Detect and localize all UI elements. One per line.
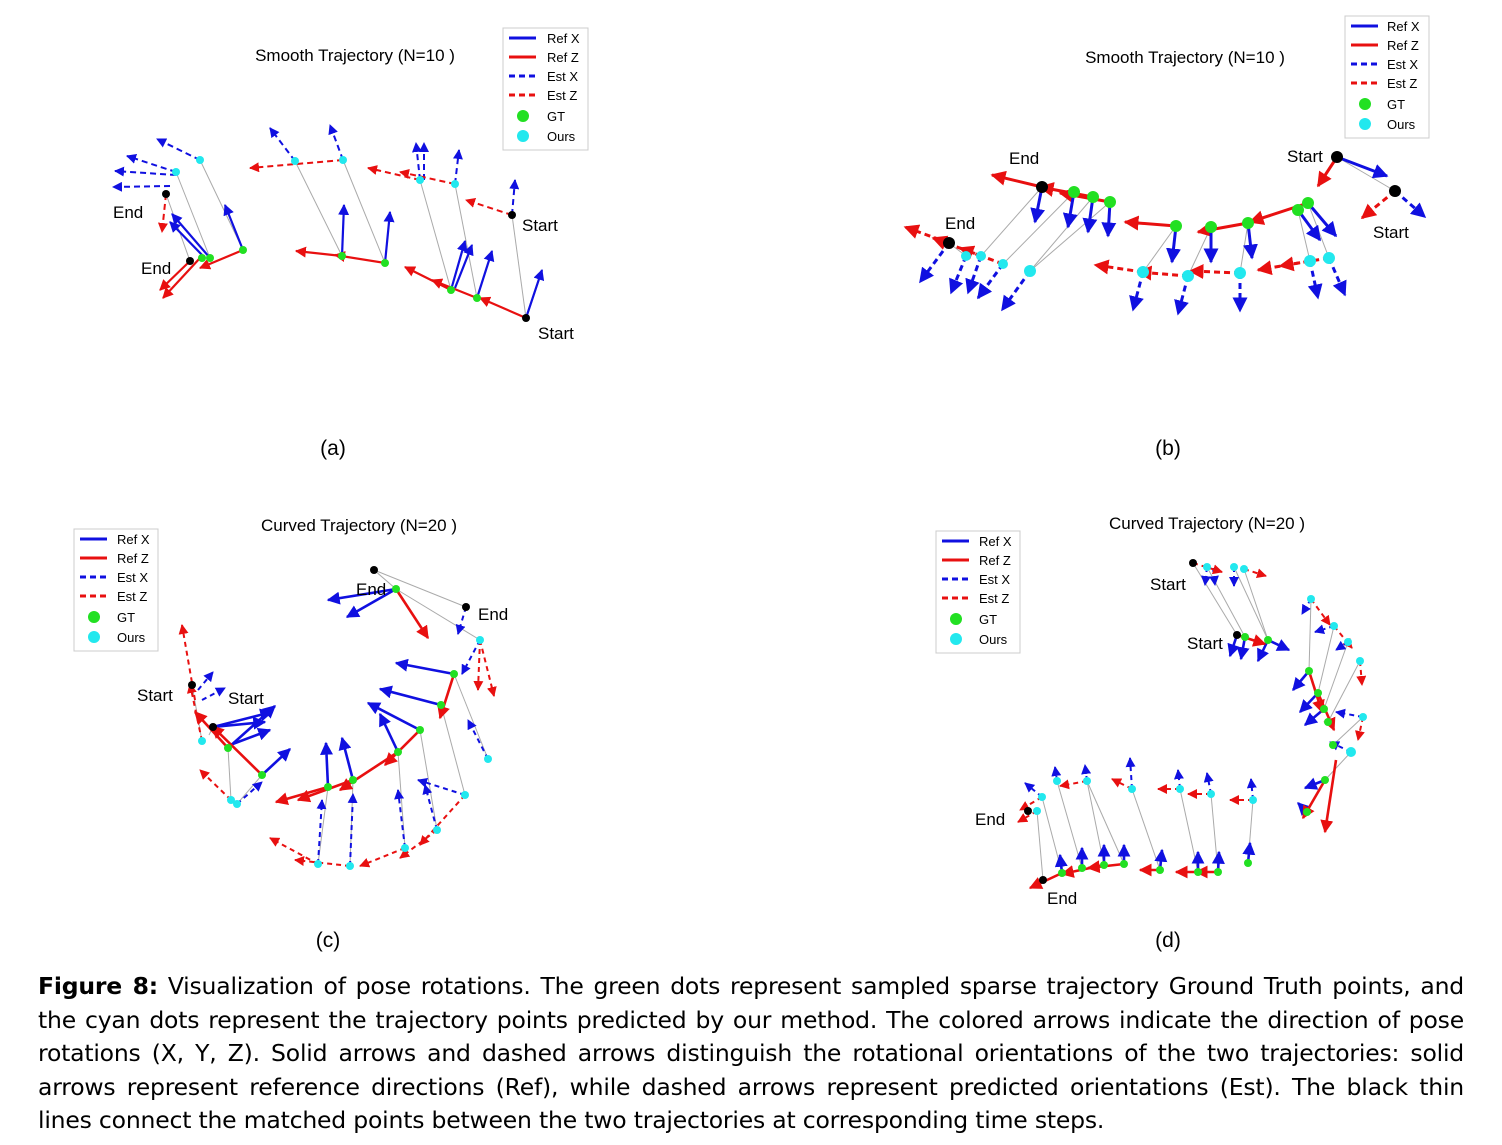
legend-ref-x: Ref X xyxy=(979,534,1012,549)
legend-est-x: Est X xyxy=(547,69,578,84)
panel-c-marker-start-2: Start xyxy=(228,689,264,708)
legend-ref-x: Ref X xyxy=(547,31,580,46)
figure-caption: Figure 8: Visualization of pose rotation… xyxy=(38,970,1464,1138)
legend-ref-z: Ref Z xyxy=(547,50,579,65)
panel-d-marker-start-1: Start xyxy=(1150,575,1186,594)
legend-est-z: Est Z xyxy=(117,589,147,604)
panel-a-marker-end-2: End xyxy=(141,259,171,278)
panel-a-label: (a) xyxy=(320,437,346,460)
legend-ref-z: Ref Z xyxy=(117,551,149,566)
legend-ref-z: Ref Z xyxy=(1387,38,1419,53)
panel-b-legend: Ref X Ref Z Est X Est Z GT Ours xyxy=(1344,15,1430,139)
panel-b-title: Smooth Trajectory (N=10 ) xyxy=(1085,48,1285,67)
panel-d-marker-end-1: End xyxy=(975,810,1005,829)
panel-a-title: Smooth Trajectory (N=10 ) xyxy=(255,46,455,65)
legend-gt: GT xyxy=(117,610,135,625)
legend-est-z: Est Z xyxy=(1387,76,1417,91)
caption-text: Visualization of pose rotations. The gre… xyxy=(38,972,1464,1134)
legend-est-x: Est X xyxy=(1387,57,1418,72)
panel-d: Curved Trajectory (N=20 ) xyxy=(935,514,1367,952)
panel-b-marker-start-2: Start xyxy=(1373,223,1409,242)
legend-est-x: Est X xyxy=(979,572,1010,587)
legend-gt: GT xyxy=(979,612,997,627)
panel-d-plot: Start Start End End xyxy=(975,559,1367,908)
panel-d-label: (d) xyxy=(1155,929,1181,952)
figure-8: Smooth Trajectory (N=10 ) xyxy=(73,15,1430,952)
legend-ref-x: Ref X xyxy=(1387,19,1420,34)
legend-ours: Ours xyxy=(547,129,576,144)
panel-a-marker-start-1: Start xyxy=(522,216,558,235)
legend-ours: Ours xyxy=(979,632,1008,647)
legend-gt: GT xyxy=(1387,97,1405,112)
panel-c-title: Curved Trajectory (N=20 ) xyxy=(261,516,457,535)
panel-c-marker-end-1: End xyxy=(356,580,386,599)
legend-ref-z: Ref Z xyxy=(979,553,1011,568)
panel-d-legend: Ref X Ref Z Est X Est Z GT Ours xyxy=(935,530,1021,654)
legend-ours: Ours xyxy=(1387,117,1416,132)
panel-b-marker-end-1: End xyxy=(1009,149,1039,168)
legend-gt: GT xyxy=(547,109,565,124)
panel-c-legend: Ref X Ref Z Est X Est Z GT Ours xyxy=(73,528,159,652)
panel-d-marker-start-2: Start xyxy=(1187,634,1223,653)
panel-a-plot: End End Start Start xyxy=(112,124,574,343)
panel-c-label: (c) xyxy=(316,929,341,952)
panel-a: Smooth Trajectory (N=10 ) xyxy=(112,27,589,460)
panel-c: Curved Trajectory (N=20 ) xyxy=(73,516,508,952)
panel-c-marker-start-1: Start xyxy=(137,686,173,705)
legend-est-x: Est X xyxy=(117,570,148,585)
panel-d-marker-end-2: End xyxy=(1047,889,1077,908)
panel-b-label: (b) xyxy=(1155,437,1181,460)
panel-a-marker-start-2: Start xyxy=(538,324,574,343)
caption-lead: Figure 8: xyxy=(38,972,158,1000)
panel-b-marker-start-1: Start xyxy=(1287,147,1323,166)
panel-d-title: Curved Trajectory (N=20 ) xyxy=(1109,514,1305,533)
legend-ref-x: Ref X xyxy=(117,532,150,547)
panel-b-marker-end-2: End xyxy=(945,214,975,233)
panel-b-plot: End End Start Start xyxy=(903,147,1427,316)
legend-est-z: Est Z xyxy=(547,88,577,103)
panel-a-legend: Ref X Ref Z Est X Est Z GT Ours xyxy=(502,27,589,151)
legend-est-z: Est Z xyxy=(979,591,1009,606)
legend-ours: Ours xyxy=(117,630,146,645)
panel-b: Smooth Trajectory (N=10 ) xyxy=(903,15,1430,460)
panel-c-plot: End End Start Start xyxy=(137,566,508,870)
panel-a-marker-end-1: End xyxy=(113,203,143,222)
panel-c-marker-end-2: End xyxy=(478,605,508,624)
